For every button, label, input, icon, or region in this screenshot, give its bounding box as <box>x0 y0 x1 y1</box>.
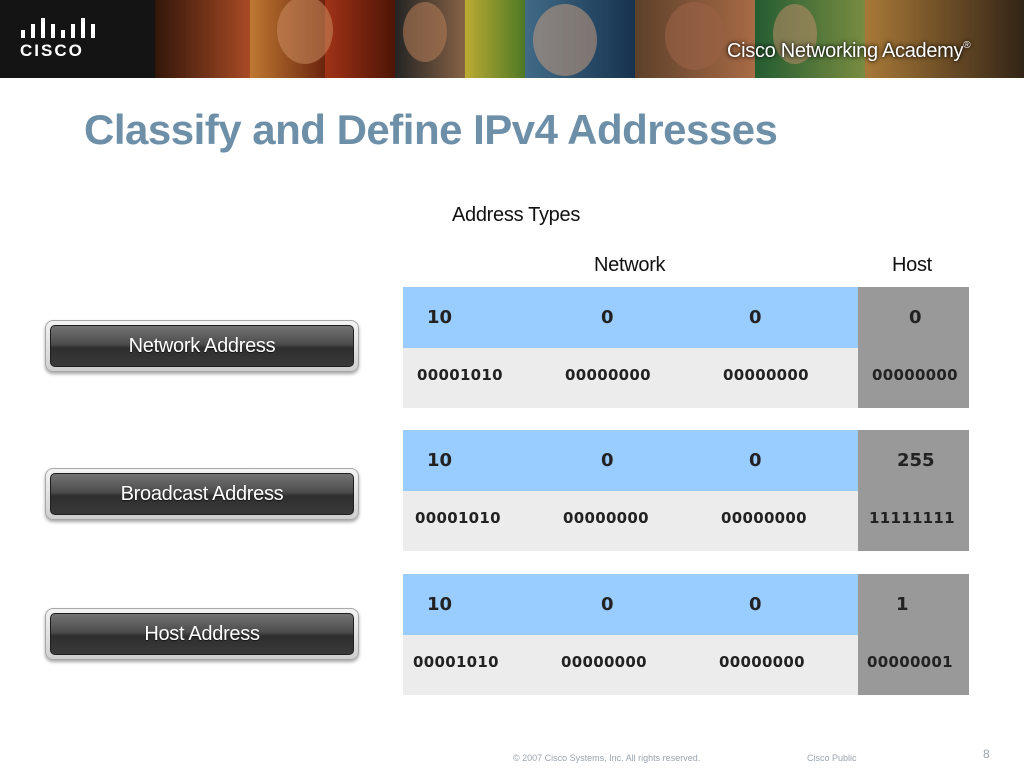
host-binary-cell <box>858 491 969 551</box>
footer-copyright: © 2007 Cisco Systems, Inc. All rights re… <box>513 753 701 763</box>
octet-4-binary: 00000000 <box>872 366 958 384</box>
octet-3-decimal: 0 <box>749 594 762 615</box>
octet-2-decimal: 0 <box>601 307 614 328</box>
page-number: 8 <box>983 747 990 761</box>
octet-1-decimal: 10 <box>427 307 453 328</box>
slide-title: Classify and Define IPv4 Addresses <box>84 106 778 153</box>
banner-photo-strip <box>155 0 1024 78</box>
broadcast-address-table: 10 0 0 255 00001010 00000000 00000000 11… <box>403 430 969 551</box>
cisco-logo: CISCO <box>20 16 100 62</box>
host-decimal-cell <box>858 430 969 491</box>
host-address-table: 10 0 0 1 00001010 00000000 00000000 0000… <box>403 574 969 695</box>
octet-2-decimal: 0 <box>601 450 614 471</box>
host-address-button[interactable]: Host Address <box>45 608 359 660</box>
host-binary-cell <box>858 348 969 408</box>
octet-1-binary: 00001010 <box>413 653 499 671</box>
host-decimal-cell <box>858 574 969 635</box>
octet-4-decimal: 0 <box>909 307 922 328</box>
octet-1-binary: 00001010 <box>415 509 501 527</box>
footer-classification: Cisco Public <box>807 753 857 763</box>
octet-4-decimal: 1 <box>896 594 909 615</box>
octet-2-binary: 00000000 <box>561 653 647 671</box>
octet-2-decimal: 0 <box>601 594 614 615</box>
academy-name-text: Cisco Networking Academy <box>727 40 964 62</box>
octet-3-binary: 00000000 <box>719 653 805 671</box>
octet-2-binary: 00000000 <box>563 509 649 527</box>
host-decimal-cell <box>858 287 969 348</box>
octet-2-binary: 00000000 <box>565 366 651 384</box>
network-address-button[interactable]: Network Address <box>45 320 359 372</box>
host-binary-cell <box>858 635 969 695</box>
broadcast-address-label: Broadcast Address <box>50 473 354 515</box>
octet-4-binary: 00000001 <box>867 653 953 671</box>
octet-3-binary: 00000000 <box>723 366 809 384</box>
octet-1-decimal: 10 <box>427 594 453 615</box>
network-address-table: 10 0 0 0 00001010 00000000 00000000 0000… <box>403 287 969 408</box>
network-address-label: Network Address <box>50 325 354 367</box>
octet-1-decimal: 10 <box>427 450 453 471</box>
academy-name: Cisco Networking Academy® <box>727 40 971 63</box>
cisco-wordmark: CISCO <box>20 41 84 60</box>
host-address-label: Host Address <box>50 613 354 655</box>
column-header-network: Network <box>594 254 666 276</box>
octet-3-decimal: 0 <box>749 450 762 471</box>
broadcast-address-button[interactable]: Broadcast Address <box>45 468 359 520</box>
octet-4-decimal: 255 <box>897 450 935 471</box>
octet-4-binary: 11111111 <box>869 509 955 527</box>
table-title: Address Types <box>452 204 581 226</box>
octet-3-binary: 00000000 <box>721 509 807 527</box>
octet-1-binary: 00001010 <box>417 366 503 384</box>
column-header-host: Host <box>892 254 932 276</box>
registered-mark: ® <box>963 40 971 51</box>
cisco-bridge-icon <box>21 18 95 38</box>
header-banner: CISCO Cisco Networking Academy® <box>0 0 1024 78</box>
octet-3-decimal: 0 <box>749 307 762 328</box>
